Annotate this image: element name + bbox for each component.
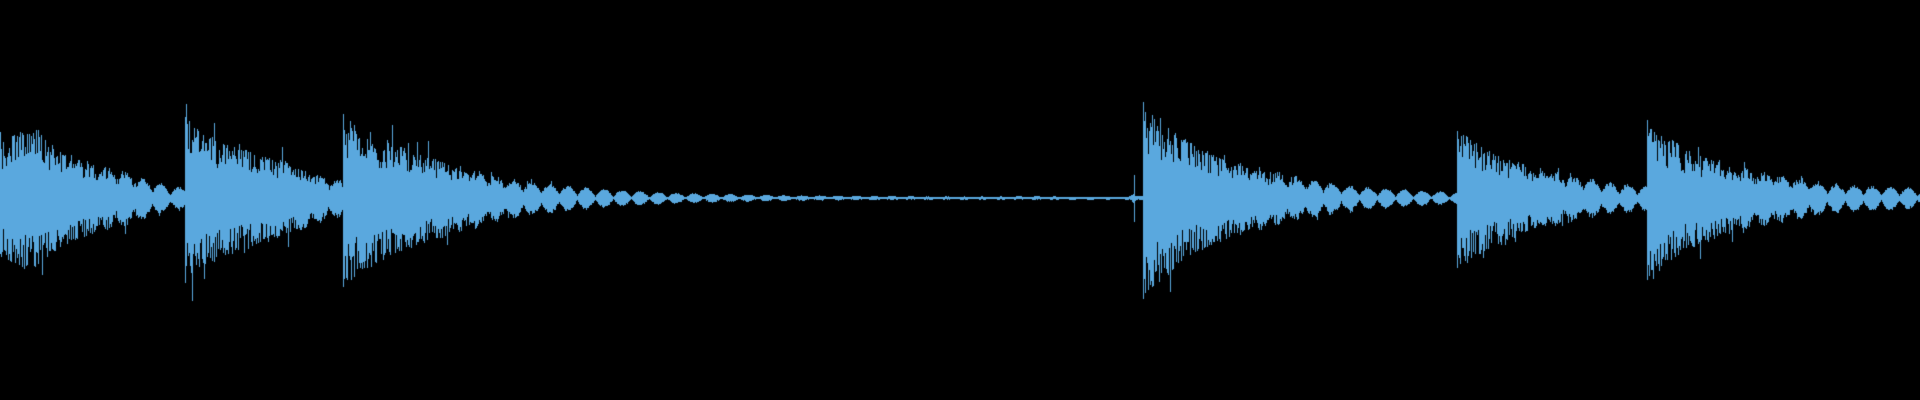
waveform-canvas [0, 0, 1920, 400]
audio-waveform-panel [0, 0, 1920, 400]
